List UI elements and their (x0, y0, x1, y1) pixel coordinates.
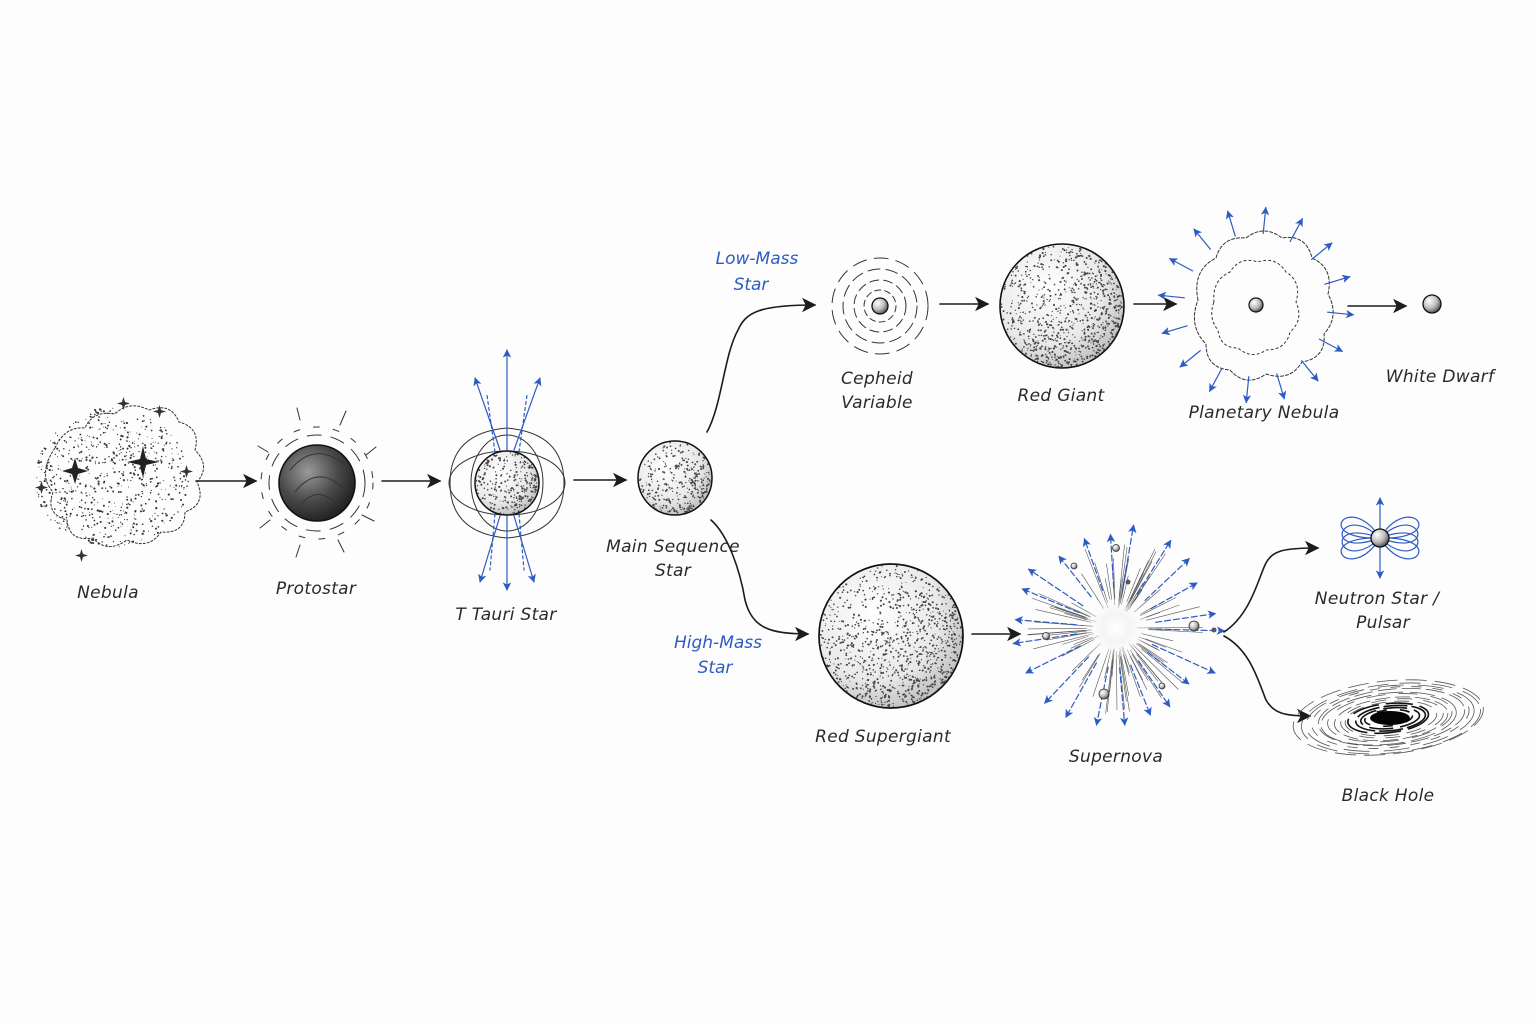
main-sequence-illustration (637, 440, 713, 516)
supernova-label: Supernova (1069, 747, 1163, 767)
neutron-star-label-line1: Neutron Star / (1315, 589, 1441, 609)
red-giant-illustration (999, 243, 1125, 369)
white-dwarf-illustration (1422, 294, 1442, 314)
protostar-illustration (257, 407, 377, 558)
supernova-illustration (1012, 524, 1226, 726)
neutron-star-label-line2: Pulsar (1356, 613, 1411, 633)
cepheid-illustration (831, 257, 929, 355)
cepheid-label-line2: Variable (841, 393, 912, 413)
main-sequence-label-line1: Main Sequence (606, 537, 740, 557)
arrow-supernova-blackhole (1223, 635, 1312, 724)
planetary-nebula-label: Planetary Nebula (1189, 403, 1340, 423)
white-dwarf-label: White Dwarf (1386, 367, 1497, 387)
nebula-illustration (35, 397, 204, 562)
main-sequence-label-line2: Star (655, 561, 692, 581)
arrow-supernova-neutronstar (1223, 540, 1320, 633)
neutron-star-illustration (1340, 497, 1420, 579)
high-mass-label-line2: Star (698, 658, 734, 678)
red-supergiant-illustration (818, 563, 964, 709)
high-mass-label-line1: High-Mass (674, 633, 762, 653)
red-giant-label: Red Giant (1018, 386, 1106, 406)
nebula-label: Nebula (77, 583, 139, 603)
arrow-mainsequence-redsupergiant (710, 519, 810, 642)
protostar-label: Protostar (276, 579, 357, 599)
low-mass-label-line1: Low-Mass (716, 249, 799, 269)
planetary-nebula-illustration (1157, 206, 1355, 404)
red-supergiant-label: Red Supergiant (815, 727, 952, 747)
t-tauri-illustration (448, 349, 566, 591)
arrow-mainsequence-cepheid (706, 297, 817, 433)
black-hole-label: Black Hole (1342, 786, 1435, 806)
cepheid-label-line1: Cepheid (841, 369, 913, 389)
black-hole-illustration (1292, 679, 1484, 756)
low-mass-label-line2: Star (734, 275, 770, 295)
t-tauri-label: T Tauri Star (455, 605, 557, 625)
